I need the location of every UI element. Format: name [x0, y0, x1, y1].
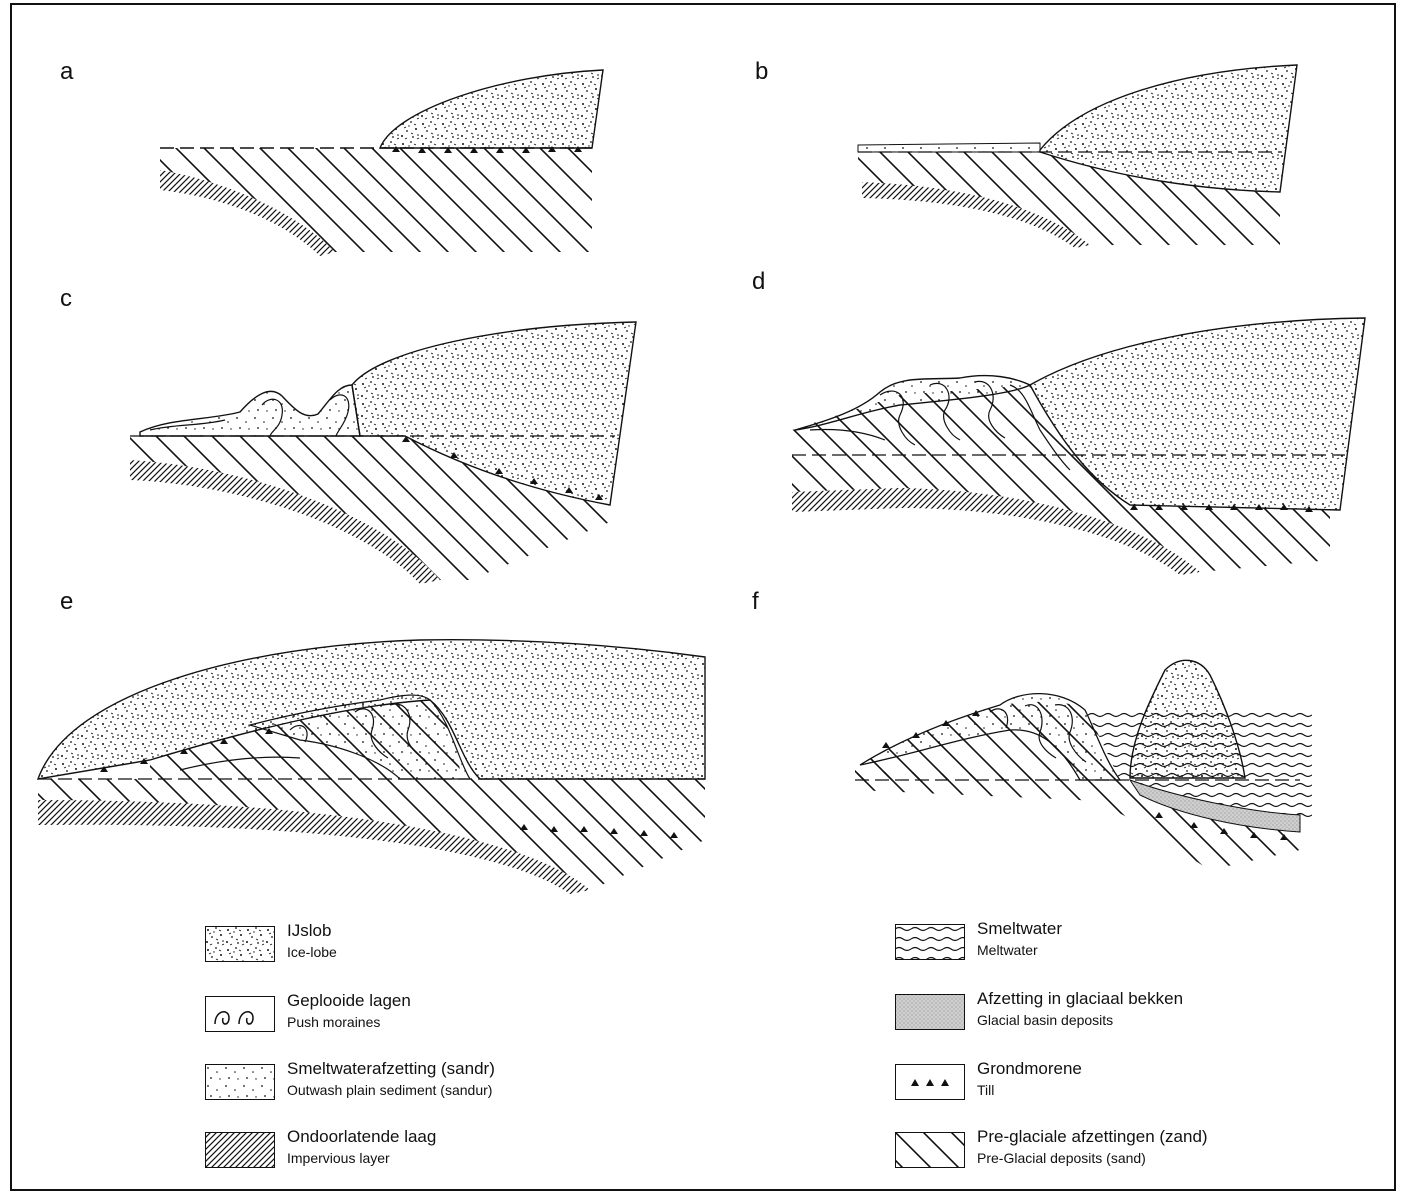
panel-a: [160, 70, 603, 256]
legend-label-nl: IJslob: [287, 920, 337, 942]
legend-label-nl: Grondmorene: [977, 1058, 1082, 1080]
panel-label-d: d: [752, 268, 765, 296]
glacial-basin-swatch: [895, 994, 965, 1030]
preglacial-swatch: [895, 1132, 965, 1168]
panel-label-b: b: [755, 58, 768, 86]
legend-label-en: Pre-Glacial deposits (sand): [977, 1148, 1208, 1168]
legend-label-en: Till: [977, 1080, 1082, 1100]
legend-label-nl: Ondoorlatende laag: [287, 1126, 436, 1148]
panel-b: [858, 65, 1297, 248]
ice-lobe-remnant: [1130, 660, 1245, 778]
legend-label-en: Outwash plain sediment (sandur): [287, 1080, 495, 1100]
panel-label-e: e: [60, 588, 73, 616]
legend-label-nl: Smeltwater: [977, 918, 1062, 940]
ice-lobe: [380, 70, 603, 148]
legend-label-en: Meltwater: [977, 940, 1062, 960]
legend-label-nl: Smeltwaterafzetting (sandr): [287, 1058, 495, 1080]
legend-label-en: Ice-lobe: [287, 942, 337, 962]
panel-f: [855, 660, 1312, 870]
push-moraines: [140, 385, 360, 436]
panel-label-a: a: [60, 58, 73, 86]
push-moraines-swatch: [205, 996, 275, 1032]
panel-c: [130, 322, 636, 584]
ice-lobe-swatch: [205, 926, 275, 962]
legend-label-nl: Geplooide lagen: [287, 990, 411, 1012]
legend-label-nl: Pre-glaciale afzettingen (zand): [977, 1126, 1208, 1148]
outwash-swatch: [205, 1064, 275, 1100]
impervious-swatch: [205, 1132, 275, 1168]
panel-label-f: f: [752, 588, 759, 616]
panel-e: [38, 640, 705, 894]
legend-label-en: Glacial basin deposits: [977, 1010, 1183, 1030]
outwash-thin: [858, 143, 1040, 152]
legend-label-nl: Afzetting in glaciaal bekken: [977, 988, 1183, 1010]
till-swatch: [895, 1064, 965, 1100]
panel-d: [792, 318, 1365, 575]
panel-label-c: c: [60, 285, 72, 313]
legend-label-en: Push moraines: [287, 1012, 411, 1032]
legend-label-en: Impervious layer: [287, 1148, 436, 1168]
meltwater-swatch: [895, 924, 965, 960]
